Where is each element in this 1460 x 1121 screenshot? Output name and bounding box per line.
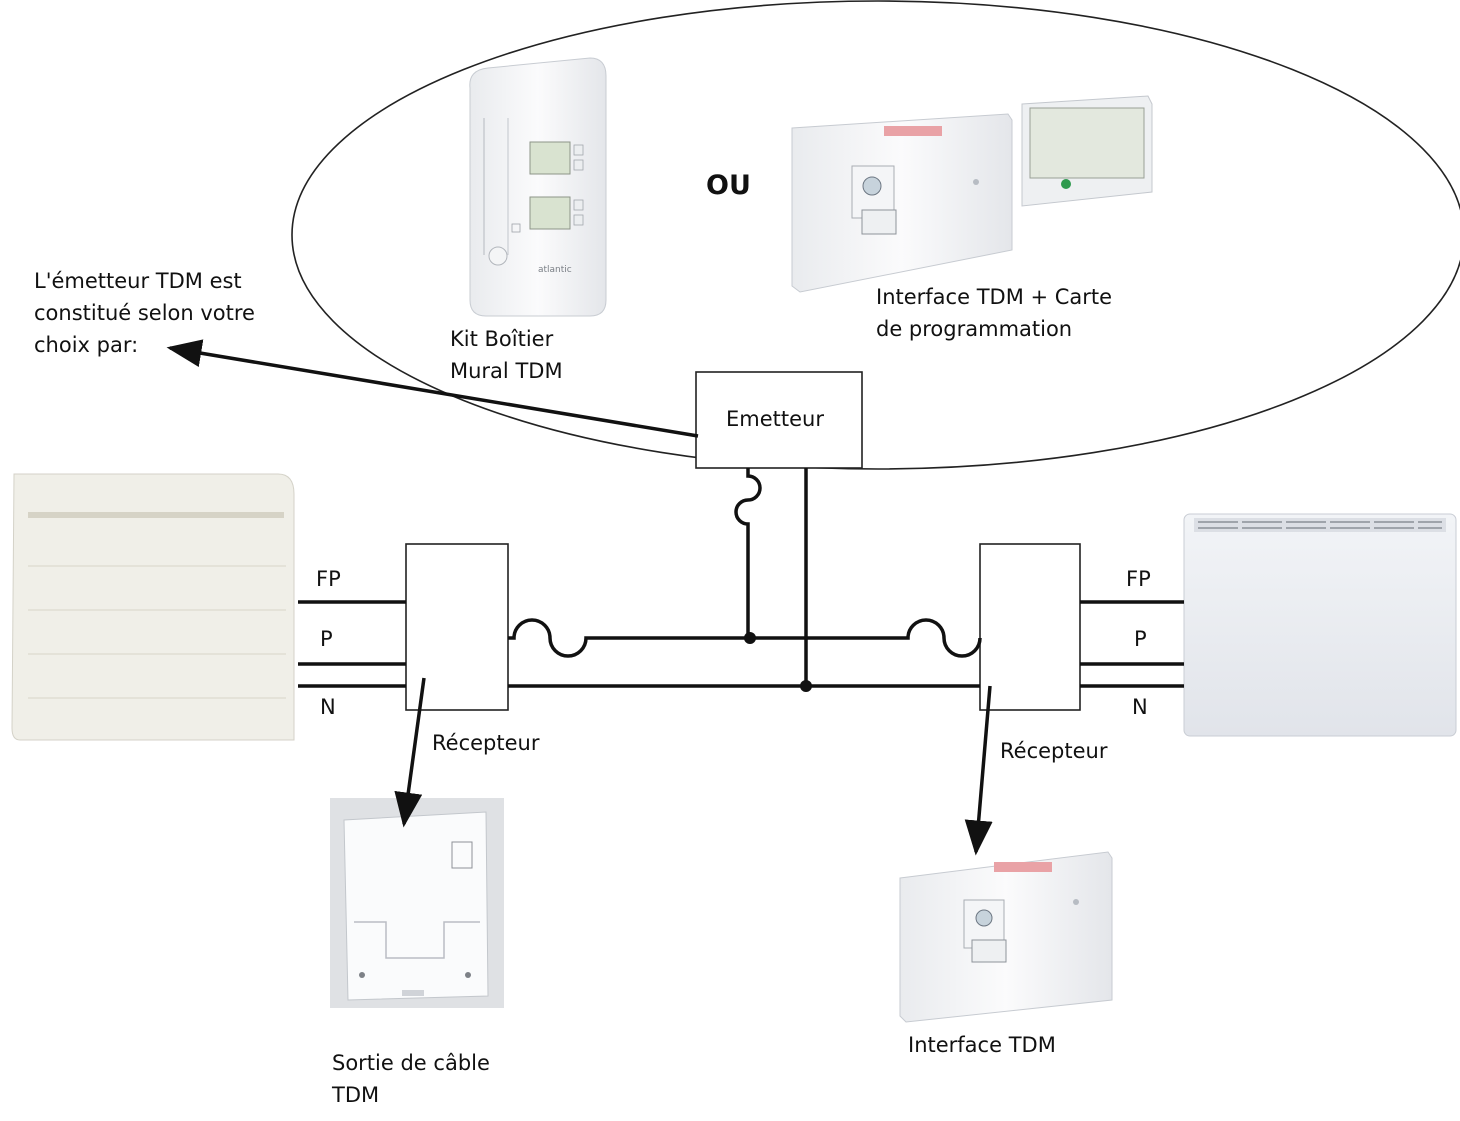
wall-kit-label-line-2: Mural TDM	[450, 359, 563, 383]
left-wire-label-fp: FP	[316, 567, 341, 591]
junction-neutral	[800, 680, 812, 692]
note-line-3: choix par:	[34, 333, 139, 357]
receiver-right-box	[979, 543, 1081, 711]
note-line-1: L'émetteur TDM est	[34, 269, 242, 293]
emitter-wire-phase	[734, 468, 762, 638]
cable-output-label-line-1: Sortie de câble	[332, 1051, 490, 1075]
right-wire-label-p: P	[1134, 627, 1147, 651]
wall-kit-device-image	[469, 57, 607, 317]
emitter-label: Emetteur	[726, 407, 824, 431]
emitter-box	[695, 371, 863, 469]
left-wire-label-n: N	[320, 695, 336, 719]
junction-phase	[744, 632, 756, 644]
right-wire-label-n: N	[1132, 695, 1148, 719]
radiator-left-image	[11, 473, 295, 741]
receiver-right-label: Récepteur	[1000, 739, 1108, 763]
interface-single-label: Interface TDM	[908, 1033, 1056, 1057]
left-wire-label-p: P	[320, 627, 333, 651]
ou-label: OU	[706, 170, 751, 201]
note-line-2: constitué selon votre	[34, 301, 255, 325]
cable-output-label-line-2: TDM	[332, 1083, 380, 1107]
arrow-receiver-left-to-cable-output	[394, 677, 426, 828]
wall-kit-brand-text: atlantic	[538, 265, 572, 275]
receiver-left-label: Récepteur	[432, 731, 540, 755]
arrow-receiver-right-to-interface	[964, 685, 993, 856]
bus-wire-phase	[508, 618, 982, 658]
right-wire-label-fp: FP	[1126, 567, 1151, 591]
wall-kit-label-line-1: Kit Boîtier	[450, 327, 554, 351]
arrow-emitter-to-note	[166, 339, 699, 438]
right-radiator-wires	[1080, 600, 1184, 688]
receiver-left-box	[405, 543, 509, 711]
interface-card-label-line-1: Interface TDM + Carte	[876, 285, 1113, 309]
radiator-right-image	[1183, 513, 1457, 737]
left-radiator-wires	[298, 600, 406, 688]
interface-single-device-image	[899, 851, 1113, 1023]
cable-output-device-image	[330, 798, 504, 1008]
interface-card-label-line-2: de programmation	[876, 317, 1073, 341]
emitter-options-ellipse	[291, 0, 1460, 470]
interface-card-device-image	[791, 95, 1153, 293]
